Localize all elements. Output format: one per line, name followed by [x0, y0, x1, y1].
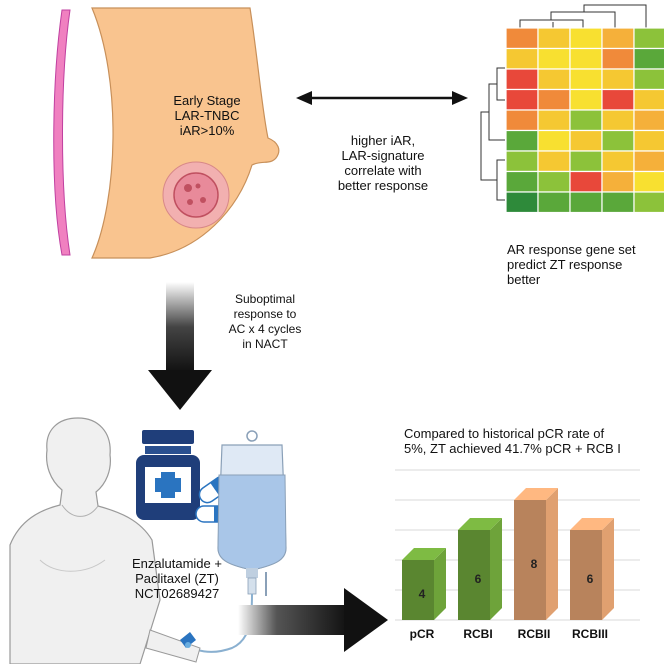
chart-bar-front	[458, 530, 490, 620]
chart-value-label: 6	[475, 572, 482, 586]
chart-bar-top	[402, 548, 446, 560]
nact-label: Suboptimal response to AC x 4 cycles in …	[215, 292, 315, 352]
breast-label-line2: LAR-TNBC	[174, 108, 240, 123]
chart-value-labels: 4 6 8 6	[419, 557, 594, 601]
iv-catheter-icon	[145, 629, 201, 663]
chart-category-labels: pCR RCBI RCBII RCBIII	[410, 627, 608, 641]
chart-bar-side	[602, 518, 614, 620]
chart-bar-rcbi	[458, 518, 502, 620]
chart-value-label: 8	[531, 557, 538, 571]
treatment-label-line3: NCT02689427	[134, 586, 220, 601]
chart-bar-side	[490, 518, 502, 620]
column-dendrogram	[519, 4, 647, 28]
chart-category-label: pCR	[410, 627, 435, 641]
correlation-label-line4: better response	[337, 178, 429, 193]
chart-bar-front	[570, 530, 602, 620]
breast-label: Early Stage LAR-TNBC iAR>10%	[162, 93, 252, 138]
heatmap-caption-line1: AR response gene set	[507, 242, 636, 257]
chart-bar-top	[570, 518, 614, 530]
medicine-bottle-icon	[136, 430, 200, 520]
chart-bar-rcbiii	[570, 518, 614, 620]
nact-label-line4: in NACT	[242, 337, 288, 351]
nact-label-line2: response to	[233, 307, 297, 321]
nact-label-line3: AC x 4 cycles	[228, 322, 302, 336]
iv-bag-icon	[184, 430, 287, 653]
chest-wall-shape	[53, 9, 71, 256]
chart-value-label: 6	[587, 572, 594, 586]
chart-value-label: 4	[419, 587, 426, 601]
heatmap-caption: AR response gene set predict ZT response…	[507, 242, 657, 287]
patient-icon	[9, 417, 161, 664]
treatment-label: Enzalutamide + Paclitaxel (ZT) NCT026894…	[118, 556, 236, 601]
chart-bar-pcr	[402, 548, 446, 620]
heatmap-caption-line3: better	[507, 272, 541, 287]
treatment-label-line1: Enzalutamide +	[132, 556, 222, 571]
chart-bars	[402, 488, 614, 620]
chart-bar-rcbii	[514, 488, 558, 620]
breast-label-line1: Early Stage	[173, 93, 241, 108]
correlation-label-line3: correlate with	[344, 163, 422, 178]
heatmap-caption-line2: predict ZT response	[507, 257, 623, 272]
correlation-label: higher iAR, LAR-signature correlate with…	[318, 133, 448, 193]
breast-shape	[91, 7, 280, 259]
chart-bar-top	[458, 518, 502, 530]
chart-category-label: RCBIII	[572, 627, 608, 641]
chart-bar-side	[546, 488, 558, 620]
heatmap-cell	[633, 191, 664, 214]
breast-label-line3: iAR>10%	[179, 123, 235, 138]
chart-caption-line2: 5%, ZT achieved 41.7% pCR + RCB I	[404, 441, 621, 456]
treatment-label-line2: Paclitaxel (ZT)	[135, 571, 219, 586]
correlation-label-line2: LAR-signature	[341, 148, 425, 163]
tumor-icon	[162, 161, 230, 229]
correlation-label-line1: higher iAR,	[350, 133, 416, 148]
chart-bar-side	[434, 548, 446, 620]
chart-caption: Compared to historical pCR rate of 5%, Z…	[404, 426, 664, 456]
chart-caption-line1: Compared to historical pCR rate of	[404, 426, 605, 441]
chart-bar-top	[514, 488, 558, 500]
nact-label-line1: Suboptimal	[234, 292, 296, 306]
chart-bar-front	[402, 560, 434, 620]
chart-category-label: RCBII	[518, 627, 551, 641]
chart-bar-front	[514, 500, 546, 620]
chart-category-label: RCBI	[463, 627, 492, 641]
heatmap-cells	[505, 27, 664, 214]
row-dendrogram	[480, 67, 505, 201]
